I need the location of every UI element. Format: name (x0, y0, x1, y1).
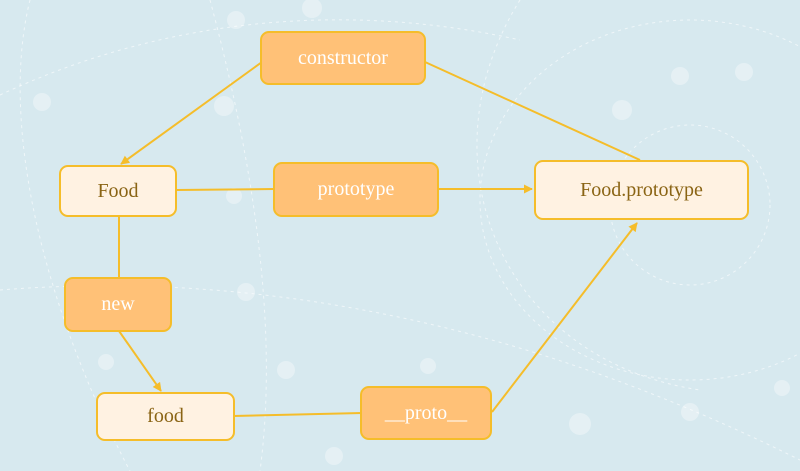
new-label-node: new (64, 277, 172, 332)
proto-label-node: __proto__ (360, 386, 492, 440)
edge-constructor-to-food (120, 61, 263, 165)
food-class-node: Food (59, 165, 177, 217)
constructor-node: constructor (260, 31, 426, 85)
edge-proto-to-food-prototype (491, 222, 638, 413)
food-prototype-node: Food.prototype (534, 160, 749, 220)
edge-new-to-food-instance (118, 330, 162, 392)
food-instance-node: food (96, 392, 235, 441)
edge-food-to-prototype-label (175, 188, 275, 191)
edge-constructor-to-food-prototype (424, 61, 641, 161)
edge-food-instance-to-proto (232, 412, 363, 417)
prototype-label-node: prototype (273, 162, 439, 217)
